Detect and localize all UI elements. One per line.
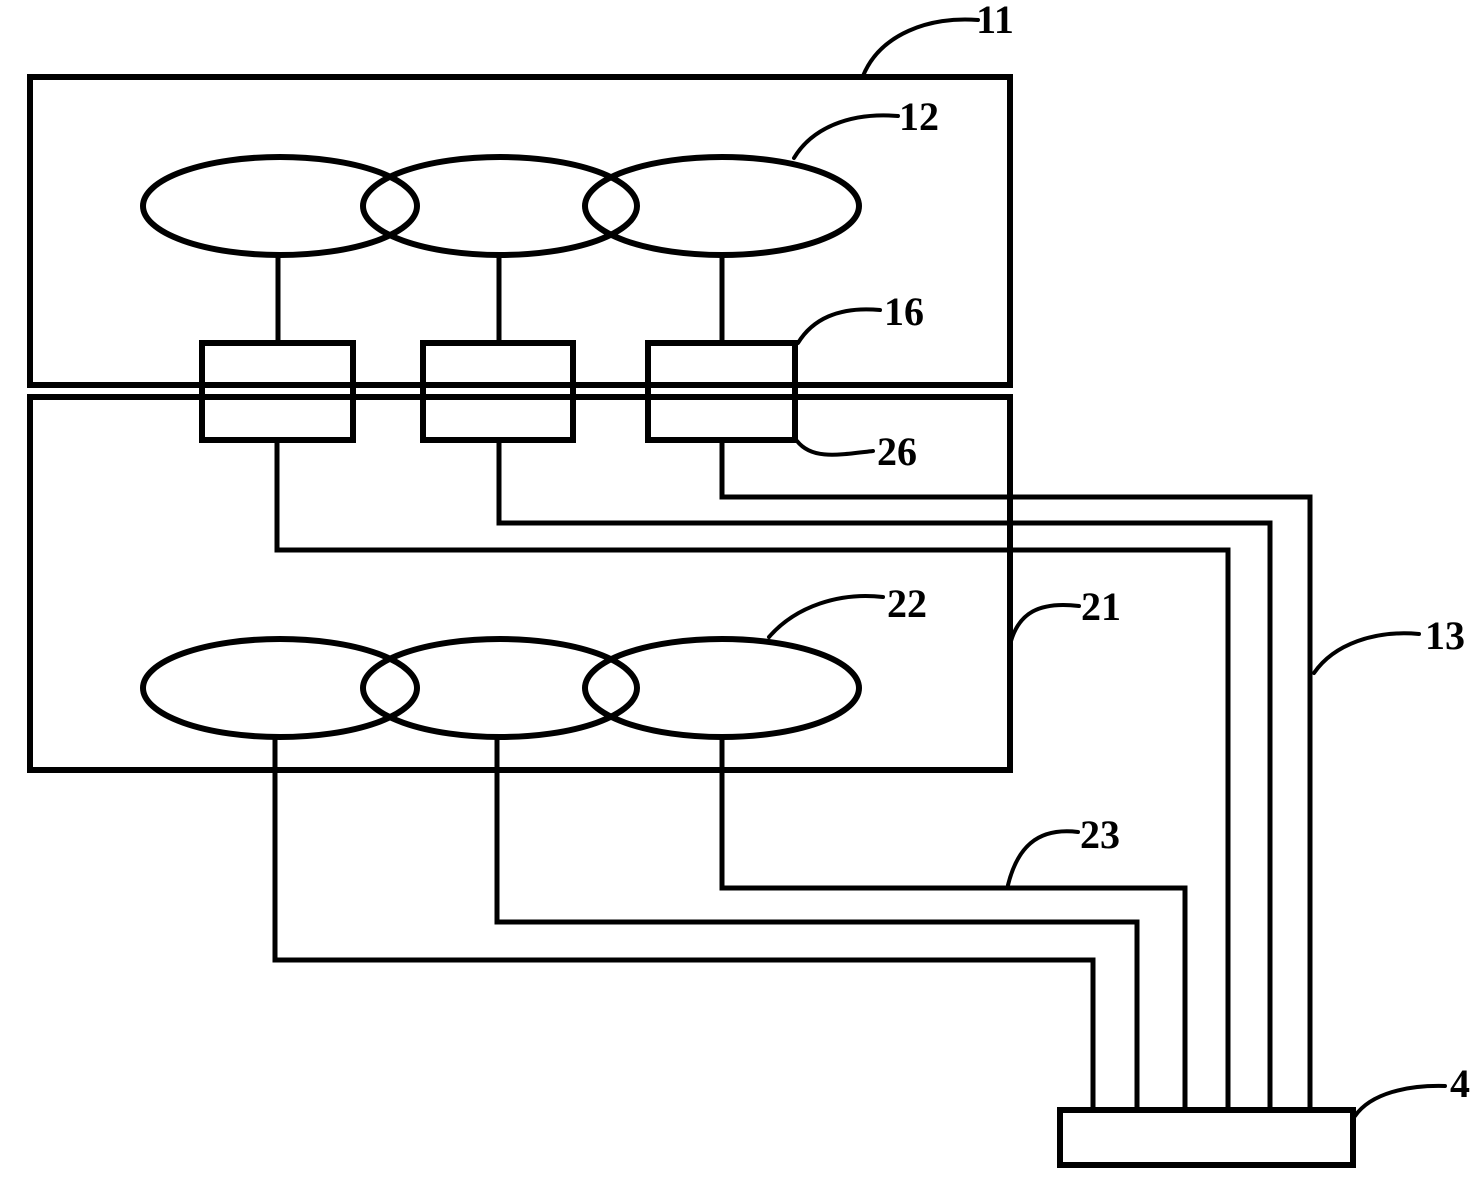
leader-line-23 xyxy=(1006,829,1080,887)
lower-coil-22-3 xyxy=(582,636,862,740)
label-26: 26 xyxy=(877,429,917,474)
label-23: 23 xyxy=(1080,812,1120,857)
wire-23-1 xyxy=(272,737,1096,1110)
upper-coil-12-1 xyxy=(140,154,420,258)
leader-line-4 xyxy=(1353,1083,1447,1118)
leader-line-12 xyxy=(792,113,900,160)
wire-23-3 xyxy=(719,737,1188,1110)
upper-coil-12-2 xyxy=(360,154,640,258)
connector-block-1 xyxy=(199,340,356,443)
lower-coil-22-2 xyxy=(360,636,640,740)
wire-13-1 xyxy=(274,440,1231,1110)
wire-23-2 xyxy=(494,737,1140,1110)
leader-line-21 xyxy=(1009,603,1081,643)
label-13: 13 xyxy=(1425,613,1465,658)
label-4: 4 xyxy=(1450,1061,1470,1106)
label-12: 12 xyxy=(899,94,939,139)
leader-line-26 xyxy=(795,439,875,457)
leader-line-13 xyxy=(1312,631,1421,675)
lower-coil-22-1 xyxy=(140,636,420,740)
leader-line-22 xyxy=(767,594,885,639)
connector-block-3 xyxy=(645,340,798,443)
wire-13-2 xyxy=(496,440,1273,1110)
lower-enclosure-box-21 xyxy=(27,394,1013,773)
connector-block-2 xyxy=(420,340,576,443)
upper-enclosure-box-11 xyxy=(27,74,1013,388)
label-22: 22 xyxy=(887,581,927,626)
terminal-box-4 xyxy=(1057,1107,1356,1168)
label-11: 11 xyxy=(976,0,1014,42)
leader-line-16 xyxy=(796,307,882,345)
upper-coil-12-3 xyxy=(582,154,862,258)
label-16: 16 xyxy=(884,289,924,334)
wire-13-3 xyxy=(719,440,1313,1110)
label-21: 21 xyxy=(1081,584,1121,629)
leader-line-11 xyxy=(861,17,980,78)
